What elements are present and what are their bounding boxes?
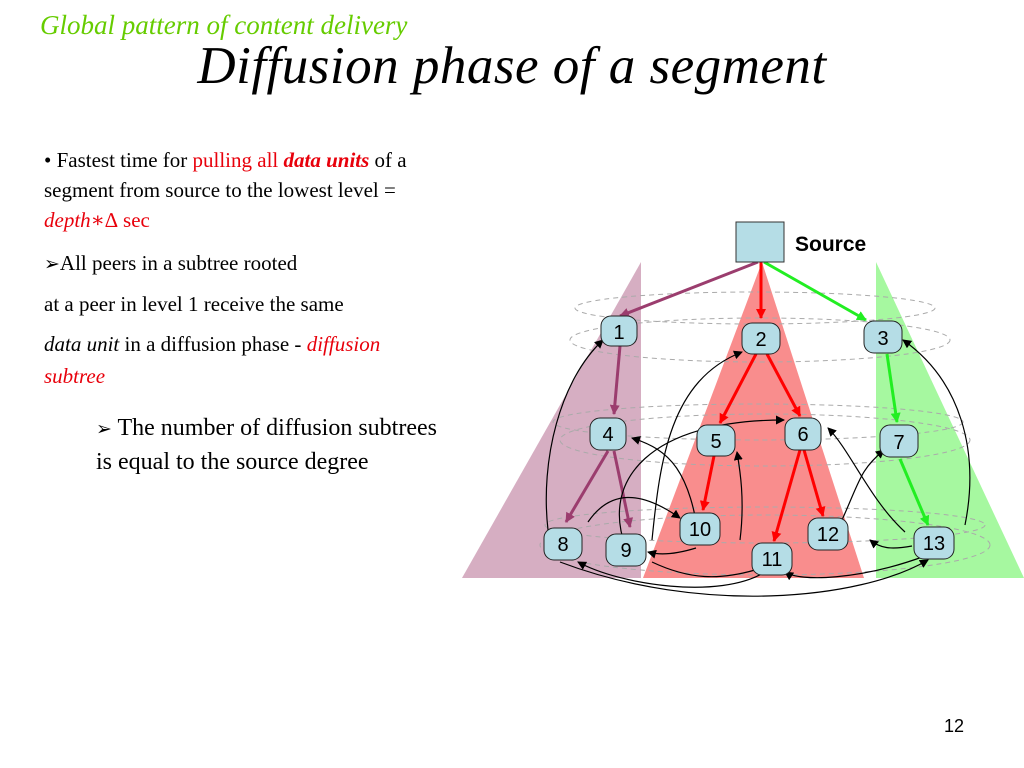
source-box xyxy=(735,221,785,263)
bullet-3-line2: is equal to the source degree xyxy=(96,449,369,475)
tree-edges xyxy=(564,260,930,542)
peer-node-label-1: 1 xyxy=(613,322,624,344)
bullet-2-subtree: subtree xyxy=(44,364,106,388)
peer-node-label-5: 5 xyxy=(710,431,721,453)
peer-node-label-12: 12 xyxy=(817,524,839,546)
bullet-2-line2: at a peer in level 1 receive the same xyxy=(44,292,344,316)
peer-node-4 xyxy=(589,417,627,451)
peer-node-7 xyxy=(879,424,919,458)
subtree-green xyxy=(876,262,1024,578)
peer-node-9 xyxy=(605,533,647,567)
bullet-1-line2: segment from source to the lowest level … xyxy=(44,178,396,202)
peer-node-label-9: 9 xyxy=(620,540,631,562)
bullet-all-peers: ➢All peers in a subtree rooted at a peer… xyxy=(44,243,544,388)
peer-node-10 xyxy=(679,512,721,546)
exchange-arcs xyxy=(545,339,971,597)
bullet-list: • Fastest time for pulling all data unit… xyxy=(44,145,544,396)
peer-node-label-6: 6 xyxy=(797,424,808,446)
arrow-bullet-icon: ➢ xyxy=(44,253,60,275)
bullet-1-delta: ∆ sec xyxy=(104,208,150,232)
bullet-1-line1-end: of a xyxy=(369,148,407,172)
subtree-red xyxy=(643,262,864,578)
peer-node-2 xyxy=(741,322,781,355)
bullet-subtree-count: ➢ The number of diffusion subtrees is eq… xyxy=(96,412,556,479)
bullet-1-prefix: • Fastest time for xyxy=(44,148,193,172)
bullet-1-red-text: pulling all xyxy=(192,148,284,172)
peer-node-label-2: 2 xyxy=(755,329,766,351)
peer-node-label-4: 4 xyxy=(602,424,613,446)
peer-node-12 xyxy=(807,517,849,551)
bullet-1-star: ∗ xyxy=(90,208,105,232)
page-number: 12 xyxy=(943,716,964,736)
peer-node-8 xyxy=(543,527,583,561)
bullet-2-diffusion: diffusion xyxy=(306,332,381,356)
bullet-2-line3-rest: in a diffusion phase - xyxy=(119,332,307,356)
slide-title: Diffusion phase of a segment xyxy=(197,37,827,95)
peer-nodes xyxy=(543,315,955,576)
peer-node-label-7: 7 xyxy=(893,432,904,454)
bullet-2-data-unit: data unit xyxy=(44,332,120,356)
bullet-1-depth: depth xyxy=(44,208,91,232)
peer-node-3 xyxy=(863,320,903,354)
peer-node-label-10: 10 xyxy=(689,519,711,541)
peer-node-13 xyxy=(913,526,955,560)
bullet-1-data-units: data units xyxy=(283,148,370,172)
peer-node-5 xyxy=(696,424,736,457)
peer-node-label-3: 3 xyxy=(877,328,888,350)
peer-node-1 xyxy=(600,315,638,347)
bullet-2-line1: All peers in a subtree rooted xyxy=(59,251,298,275)
peer-node-label-11: 11 xyxy=(762,549,783,571)
bullet-fastest-time: • Fastest time for pulling all data unit… xyxy=(44,145,544,235)
bullet-3-line1: The number of diffusion subtrees xyxy=(111,415,437,441)
source-label: Source xyxy=(795,233,866,256)
peer-node-6 xyxy=(784,417,822,451)
peer-node-label-8: 8 xyxy=(557,534,568,556)
peer-node-labels: 1 2 3 4 5 6 7 8 9 10 11 12 13 xyxy=(557,322,945,571)
arrow-bullet-icon: ➢ xyxy=(96,418,112,440)
peer-node-label-13: 13 xyxy=(923,533,945,555)
peer-node-11 xyxy=(751,542,793,576)
kicker-heading: Global pattern of content delivery xyxy=(40,10,408,40)
